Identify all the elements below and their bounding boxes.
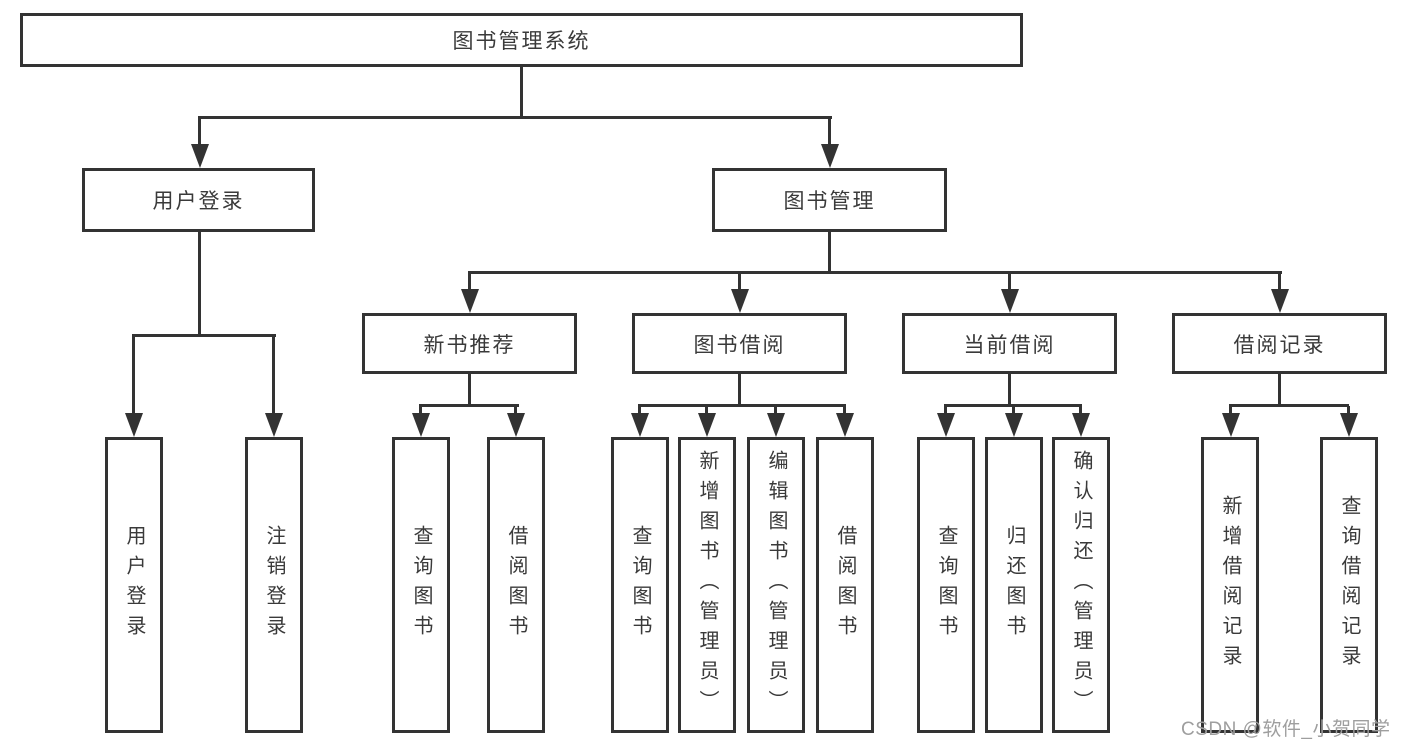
leaf-bb-edit-books-admin: 编辑图书（管理员） (747, 437, 805, 733)
connector-line (1079, 406, 1082, 415)
leaf-bb-borrow-books-label: 借阅图书 (834, 525, 856, 645)
node-borrowing-records-label: 借阅记录 (1233, 333, 1326, 357)
connector-line (828, 118, 831, 146)
connector-line (944, 406, 947, 415)
node-new-book-recommend-label: 新书推荐 (423, 333, 516, 357)
arrowhead-down-icon (1001, 289, 1019, 313)
connector-line (468, 273, 471, 291)
arrowhead-down-icon (1005, 413, 1023, 437)
node-book-borrowing: 图书借阅 (632, 313, 847, 374)
arrowhead-down-icon (125, 413, 143, 437)
leaf-bb-add-books-admin: 新增图书（管理员） (678, 437, 736, 733)
watermark: CSDN @软件_小贺同学 (1181, 719, 1391, 740)
arrowhead-down-icon (191, 144, 209, 168)
connector-line (198, 118, 201, 146)
arrowhead-down-icon (631, 413, 649, 437)
connector-line (738, 372, 741, 406)
arrowhead-down-icon (731, 289, 749, 313)
connector-line (520, 64, 523, 118)
connector-line (1008, 273, 1011, 291)
leaf-bb-query-books-label: 查询图书 (629, 525, 651, 645)
connector-line (638, 406, 641, 415)
connector-line (272, 336, 275, 415)
connector-line (1278, 273, 1281, 291)
leaf-logout-label: 注销登录 (263, 525, 285, 645)
connector-line (132, 334, 276, 337)
connector-line (1278, 372, 1281, 406)
connector-line (419, 406, 422, 415)
connector-line (198, 116, 832, 119)
leaf-cb-confirm-return-admin-label: 确认归还（管理员） (1070, 450, 1092, 720)
arrowhead-down-icon (1072, 413, 1090, 437)
arrowhead-down-icon (265, 413, 283, 437)
connector-line (419, 404, 519, 407)
node-current-borrowing: 当前借阅 (902, 313, 1117, 374)
node-borrowing-records: 借阅记录 (1172, 313, 1387, 374)
node-root-label: 图书管理系统 (452, 30, 591, 53)
connector-line (1012, 406, 1015, 415)
connector-line (198, 230, 201, 336)
leaf-cb-query-books: 查询图书 (917, 437, 975, 733)
leaf-bb-add-books-admin-label: 新增图书（管理员） (696, 450, 718, 720)
connector-line (132, 336, 135, 415)
leaf-nbr-query-books: 查询图书 (392, 437, 450, 733)
leaf-nbr-borrow-books: 借阅图书 (487, 437, 545, 733)
node-book-management: 图书管理 (712, 168, 947, 232)
connector-line (843, 406, 846, 415)
node-book-borrowing-label: 图书借阅 (693, 333, 786, 357)
leaf-br-add-record: 新增借阅记录 (1201, 437, 1259, 733)
connector-line (468, 271, 1282, 274)
connector-line (1229, 406, 1232, 415)
connector-line (738, 273, 741, 291)
leaf-br-add-record-label: 新增借阅记录 (1219, 495, 1241, 675)
leaf-cb-return-books: 归还图书 (985, 437, 1043, 733)
node-book-management-label: 图书管理 (783, 190, 876, 213)
node-current-borrowing-label: 当前借阅 (963, 333, 1056, 357)
connector-line (514, 406, 517, 415)
leaf-nbr-borrow-books-label: 借阅图书 (505, 525, 527, 645)
connector-line (468, 372, 471, 406)
arrowhead-down-icon (767, 413, 785, 437)
leaf-user-login-label: 用户登录 (123, 525, 145, 645)
node-user-login: 用户登录 (82, 168, 315, 232)
arrowhead-down-icon (1340, 413, 1358, 437)
leaf-bb-edit-books-admin-label: 编辑图书（管理员） (765, 450, 787, 720)
arrowhead-down-icon (412, 413, 430, 437)
leaf-nbr-query-books-label: 查询图书 (410, 525, 432, 645)
connector-line (705, 406, 708, 415)
arrowhead-down-icon (461, 289, 479, 313)
leaf-br-query-record: 查询借阅记录 (1320, 437, 1378, 733)
connector-line (944, 404, 1082, 407)
leaf-cb-query-books-label: 查询图书 (935, 525, 957, 645)
leaf-bb-query-books: 查询图书 (611, 437, 669, 733)
arrowhead-down-icon (1271, 289, 1289, 313)
connector-line (638, 404, 846, 407)
leaf-cb-confirm-return-admin: 确认归还（管理员） (1052, 437, 1110, 733)
connector-line (1229, 404, 1349, 407)
leaf-br-query-record-label: 查询借阅记录 (1338, 495, 1360, 675)
arrowhead-down-icon (1222, 413, 1240, 437)
node-root: 图书管理系统 (20, 13, 1023, 67)
arrowhead-down-icon (836, 413, 854, 437)
connector-line (828, 230, 831, 273)
leaf-bb-borrow-books: 借阅图书 (816, 437, 874, 733)
arrowhead-down-icon (507, 413, 525, 437)
arrowhead-down-icon (937, 413, 955, 437)
connector-line (1347, 406, 1350, 415)
connector-line (1008, 372, 1011, 406)
leaf-logout: 注销登录 (245, 437, 303, 733)
node-new-book-recommend: 新书推荐 (362, 313, 577, 374)
arrowhead-down-icon (698, 413, 716, 437)
connector-line (774, 406, 777, 415)
arrowhead-down-icon (821, 144, 839, 168)
leaf-cb-return-books-label: 归还图书 (1003, 525, 1025, 645)
leaf-user-login: 用户登录 (105, 437, 163, 733)
node-user-login-label: 用户登录 (152, 190, 245, 213)
